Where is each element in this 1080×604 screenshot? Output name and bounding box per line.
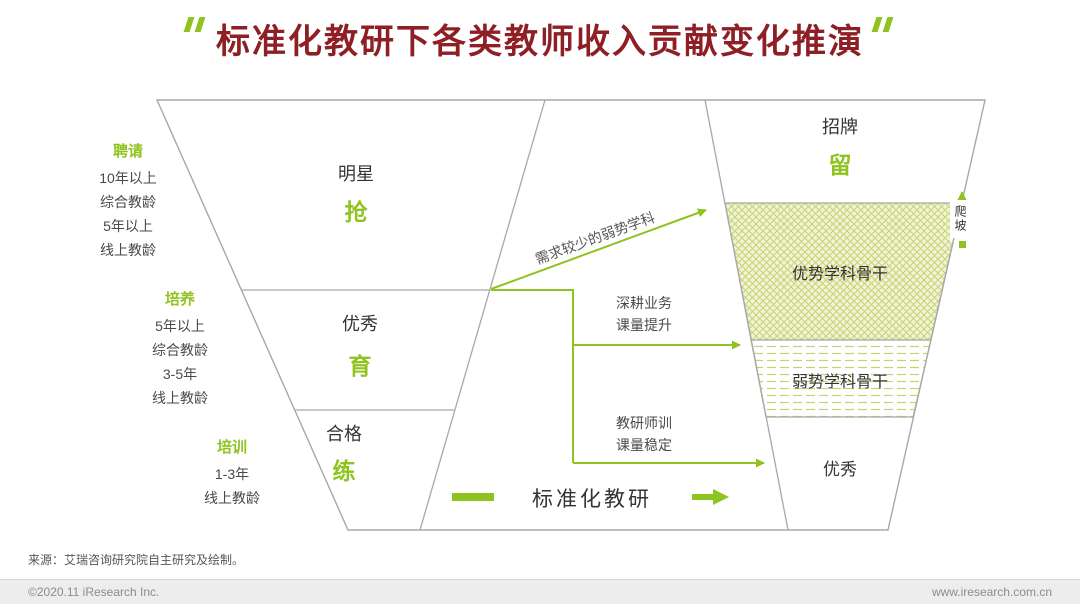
stage-cultivate-line-3: 3-5年 [162, 366, 198, 382]
page-title: 标准化教研下各类教师收入贡献变化推演 [216, 23, 864, 61]
stage-hire-line-1: 10年以上 [99, 170, 157, 186]
stage-hire-line-3: 5年以上 [103, 218, 153, 234]
stage-train-group: 培训 1-3年 线上教龄 [184, 436, 280, 510]
stage-train-line-1: 1-3年 [214, 466, 250, 482]
tier-weak-subject-label: 弱势学科骨干 [791, 374, 888, 391]
footer-copyright: ©2020.11 iResearch Inc. [28, 585, 160, 599]
stage-train-line-2: 线上教龄 [204, 490, 260, 506]
stage-cultivate-label: 培养 [164, 291, 195, 308]
process-label: 标准化教研 [532, 488, 652, 511]
stage-cultivate-group: 培养 5年以上 综合教龄 3-5年 线上教龄 [132, 288, 228, 410]
stage-cultivate-line-4: 线上教龄 [152, 390, 208, 406]
stage-hire-line-2: 综合教龄 [100, 194, 156, 210]
stage-cultivate-line-2: 综合教龄 [152, 342, 208, 358]
funnel-outline [155, 99, 986, 531]
tier-excellent-name: 优秀 [342, 314, 378, 334]
stage-hire-line-4: 线上教龄 [100, 242, 156, 258]
arrow-label-deepen-line-1: 深耕业务 [616, 295, 672, 311]
tier-strong-subject-label: 优势学科骨干 [791, 266, 888, 283]
tier-qualified-name: 合格 [326, 424, 362, 444]
source-note: 来源：艾瑞咨询研究院自主研究及绘制。 [28, 553, 245, 567]
tier-signature-name: 招牌 [822, 117, 858, 137]
tier-right-excellent-label: 优秀 [823, 460, 857, 479]
tier-star-action: 抢 [344, 199, 368, 225]
arrow-label-stable-line-2: 课量稳定 [616, 437, 672, 453]
tier-signature-action: 留 [828, 152, 852, 178]
arrow-label-deepen: 深耕业务 课量提升 [616, 292, 672, 336]
tier-star-name: 明星 [338, 164, 374, 184]
tier-qualified-action: 练 [332, 458, 356, 484]
stage-hire-group: 聘请 10年以上 综合教龄 5年以上 线上教龄 [80, 140, 176, 262]
arrow-label-deepen-line-2: 课量提升 [616, 317, 672, 333]
stage-hire-label: 聘请 [112, 143, 143, 160]
climb-dot-icon [959, 241, 966, 248]
tier-excellent-action: 育 [348, 353, 372, 379]
climb-label: 爬坡 [951, 200, 969, 238]
left-funnel-right-edge [419, 99, 546, 531]
stage-cultivate-line-1: 5年以上 [155, 318, 205, 334]
arrow-label-stable-line-1: 教研师训 [616, 415, 672, 431]
arrow-trunk-line [491, 289, 574, 463]
arrow-weak-subject-demand [490, 208, 707, 290]
right-funnel-left-edge [704, 99, 789, 531]
arrow-label-stable: 教研师训 课量稳定 [616, 412, 672, 456]
stage-train-label: 培训 [216, 439, 247, 456]
footer-website: www.iresearch.com.cn [931, 585, 1052, 599]
footer-bar: ©2020.11 iResearch Inc. www.iresearch.co… [0, 579, 1080, 604]
